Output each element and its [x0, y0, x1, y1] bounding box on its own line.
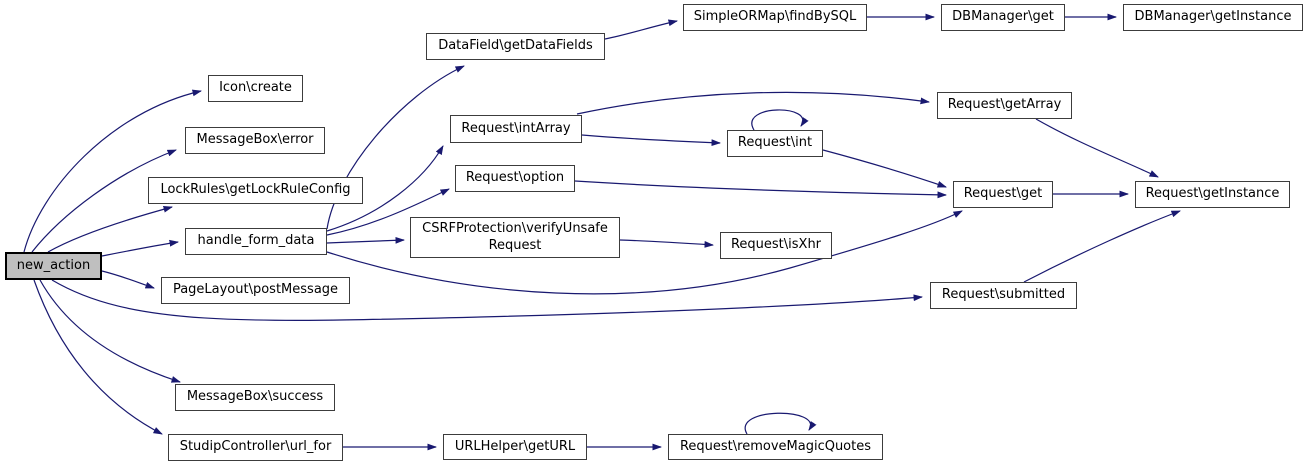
- node-studip_url_for[interactable]: StudipController\url_for: [168, 434, 343, 461]
- node-dbmanager_getinstance[interactable]: DBManager\getInstance: [1123, 4, 1303, 31]
- edge-new_action-messagebox_error: [31, 149, 177, 253]
- edge-handle_form_data-request_intarray: [326, 145, 444, 232]
- node-simpleormap[interactable]: SimpleORMap\findBySQL: [683, 4, 867, 31]
- node-datafield[interactable]: DataField\getDataFields: [426, 33, 605, 60]
- node-request_isxhr[interactable]: Request\isXhr: [720, 232, 832, 259]
- edge-new_action-pagelayout: [101, 270, 155, 289]
- node-request_getinstance[interactable]: Request\getInstance: [1135, 181, 1290, 208]
- edge-request_option-request_get: [574, 180, 947, 199]
- edge-new_action-messagebox_success: [39, 279, 181, 383]
- node-messagebox_success[interactable]: MessageBox\success: [175, 384, 335, 411]
- node-icon_create[interactable]: Icon\create: [208, 75, 303, 102]
- edge-request_rmq-request_rmq: [744, 412, 817, 435]
- node-request_getarray[interactable]: Request\getArray: [937, 92, 1072, 119]
- edge-request_getarray-request_getinstance: [1035, 118, 1159, 178]
- node-request_rmq[interactable]: Request\removeMagicQuotes: [668, 434, 883, 460]
- node-request_intarray[interactable]: Request\intArray: [450, 115, 582, 143]
- node-handle_form_data[interactable]: handle_form_data: [185, 228, 327, 255]
- node-dbmanager_get[interactable]: DBManager\get: [941, 4, 1065, 31]
- edge-new_action-lockrules: [47, 205, 173, 253]
- edge-request_intarray-request_getarray: [576, 91, 930, 115]
- edge-request_intarray-request_int: [581, 134, 721, 147]
- edge-handle_form_data-datafield: [326, 65, 465, 230]
- edge-datafield-simpleormap: [604, 19, 678, 40]
- edge-handle_form_data-csrf: [326, 236, 405, 244]
- edge-request_submitted-request_getinstance: [1023, 210, 1181, 283]
- node-messagebox_error[interactable]: MessageBox\error: [185, 127, 325, 154]
- edge-handle_form_data-request_get: [326, 210, 963, 295]
- edge-request_int-request_int: [751, 109, 809, 131]
- edge-new_action-request_submitted: [51, 279, 923, 321]
- node-csrf[interactable]: CSRFProtection\verifyUnsafe Request: [410, 217, 620, 258]
- edge-csrf-request_isxhr: [619, 239, 714, 248]
- node-request_int[interactable]: Request\int: [727, 130, 823, 157]
- node-request_get[interactable]: Request\get: [953, 181, 1053, 208]
- node-pagelayout[interactable]: PageLayout\postMessage: [161, 277, 350, 304]
- edge-new_action-icon_create: [23, 89, 202, 253]
- edge-request_int-request_get: [822, 149, 947, 188]
- edge-new_action-handle_form_data: [101, 239, 179, 257]
- node-urlhelper[interactable]: URLHelper\getURL: [443, 434, 587, 460]
- node-request_submitted[interactable]: Request\submitted: [930, 282, 1077, 309]
- edge-new_action-studip_url_for: [33, 279, 163, 435]
- edge-handle_form_data-request_option: [326, 188, 450, 236]
- node-new_action: new_action: [5, 252, 102, 280]
- node-lockrules[interactable]: LockRules\getLockRuleConfig: [148, 177, 363, 204]
- node-request_option[interactable]: Request\option: [455, 165, 575, 192]
